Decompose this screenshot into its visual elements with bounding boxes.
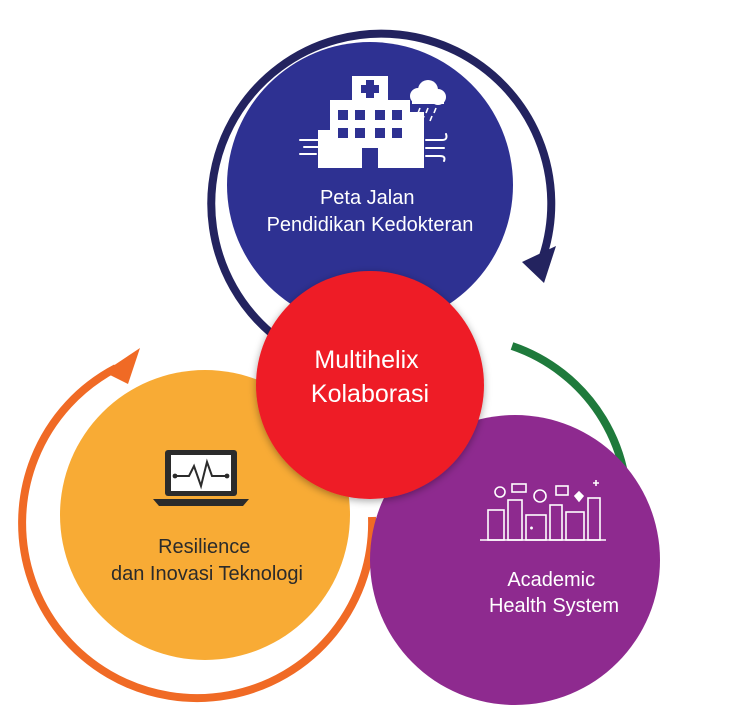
left-circle-label-line-1: Resilience [158, 536, 250, 558]
right-circle-label-line-2: Health System [489, 595, 619, 617]
hospital-weather-icon [299, 76, 448, 168]
top-circle-label-line-1: Peta Jalan [320, 187, 415, 209]
center-circle-label-line-1: Multihelix [314, 346, 419, 374]
right-circle [370, 415, 660, 705]
left-cycle-arrowhead [104, 348, 140, 384]
top-circle [227, 42, 513, 328]
right-circle-label-line-1: Academic [507, 569, 595, 591]
laptop-heartbeat-icon [153, 450, 249, 506]
top-cycle-arrow-arc [207, 29, 556, 337]
left-cycle-arrow-arc [18, 364, 377, 703]
top-cycle-arrowhead [522, 246, 556, 283]
center-circle-label: Multihelix Kolaborasi [311, 346, 429, 408]
center-circle-label-line-2: Kolaborasi [311, 380, 429, 408]
left-circle-label-line-2: dan Inovasi Teknologi [111, 563, 303, 585]
left-cycle-arrow [18, 348, 377, 703]
right-circle-label: Academic Health System [489, 569, 619, 617]
top-circle-label-line-2: Pendidikan Kedokteran [267, 214, 474, 236]
top-cycle-arrow [207, 29, 556, 337]
center-circle [256, 271, 484, 499]
left-circle-label: Resilience dan Inovasi Teknologi [111, 536, 303, 585]
top-circle-label: Peta Jalan Pendidikan Kedokteran [267, 187, 474, 236]
health-city-icon [480, 480, 606, 541]
